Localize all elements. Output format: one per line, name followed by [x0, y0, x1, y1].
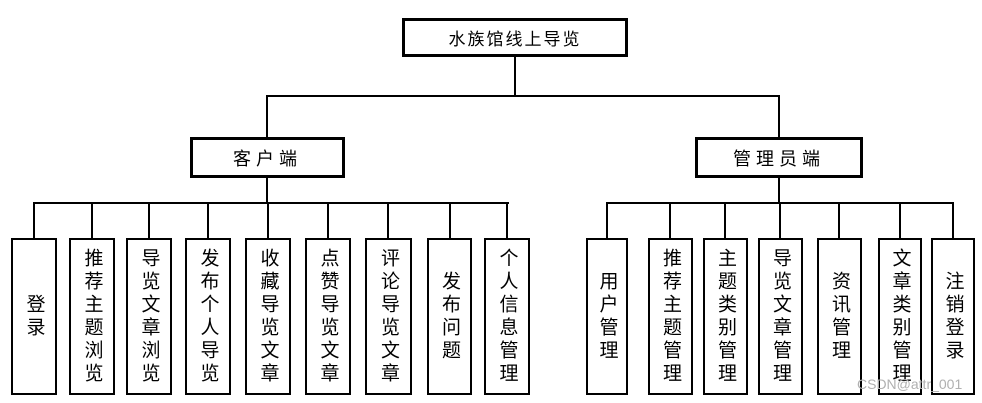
connector-line: [91, 202, 93, 238]
connector-line: [952, 202, 954, 238]
csdn-watermark: CSDN@attr_001: [857, 376, 963, 392]
leaf-label: 用户管理: [596, 270, 618, 363]
connector-line: [266, 95, 268, 137]
node-tour-article-manage: 导览文章管理: [758, 238, 803, 395]
connector-line: [778, 178, 780, 204]
leaf-label: 主题类别管理: [715, 247, 736, 386]
node-recommended-topic-browse: 推荐主题浏览: [69, 238, 115, 395]
node-article-category-manage: 文章类别管理: [878, 238, 922, 395]
leaf-label: 推荐主题管理: [660, 247, 681, 386]
node-login: 登录: [11, 238, 57, 395]
connector-line: [779, 202, 781, 238]
node-recommended-topic-manage: 推荐主题管理: [648, 238, 693, 395]
node-admin: 管理员端: [695, 137, 863, 178]
connector-line: [514, 57, 516, 96]
connector-line: [148, 202, 150, 238]
leaf-label: 登录: [23, 293, 45, 340]
leaf-label: 个人信息管理: [496, 247, 518, 386]
leaf-label: 导览文章管理: [770, 247, 791, 386]
node-comment-tour-article: 评论导览文章: [365, 238, 412, 395]
node-user-manage: 用户管理: [586, 238, 628, 395]
node-publish-personal-tour: 发布个人导览: [185, 238, 231, 395]
node-root: 水族馆线上导览: [402, 18, 628, 57]
connector-line: [838, 202, 840, 238]
leaf-label: 评论导览文章: [378, 247, 399, 386]
connector-line: [606, 202, 608, 238]
leaf-label: 文章类别管理: [889, 247, 911, 386]
node-client: 客户端: [190, 137, 345, 178]
node-personal-info-manage: 个人信息管理: [484, 238, 530, 395]
connector-line: [724, 202, 726, 238]
leaf-label: 注销登录: [942, 270, 964, 363]
connector-line: [327, 202, 329, 238]
connector-line: [33, 202, 509, 204]
leaf-label: 资讯管理: [829, 270, 850, 363]
node-like-tour-article: 点赞导览文章: [305, 238, 351, 395]
node-client-label: 客户端: [233, 148, 302, 169]
connector-line: [778, 95, 780, 137]
connector-line: [33, 202, 35, 238]
leaf-label: 发布个人导览: [197, 247, 219, 386]
connector-line: [669, 202, 671, 238]
connector-line: [899, 202, 901, 238]
node-publish-question: 发布问题: [427, 238, 472, 395]
leaf-label: 点赞导览文章: [317, 247, 339, 386]
connector-line: [266, 95, 780, 97]
connector-line: [387, 202, 389, 238]
leaf-label: 发布问题: [439, 270, 460, 363]
node-admin-label: 管理员端: [733, 148, 825, 169]
leaf-label: 推荐主题浏览: [81, 247, 103, 386]
connector-line: [449, 202, 451, 238]
connector-line: [207, 202, 209, 238]
node-topic-category-manage: 主题类别管理: [703, 238, 748, 395]
node-logout: 注销登录: [931, 238, 975, 395]
node-news-manage: 资讯管理: [817, 238, 862, 395]
node-root-label: 水族馆线上导览: [448, 30, 582, 49]
connector-line: [266, 178, 268, 204]
node-favorite-tour-article: 收藏导览文章: [245, 238, 291, 395]
leaf-label: 导览文章浏览: [138, 247, 160, 386]
connector-line: [267, 202, 269, 238]
leaf-label: 收藏导览文章: [257, 247, 279, 386]
node-tour-article-browse: 导览文章浏览: [126, 238, 172, 395]
connector-line: [506, 202, 508, 238]
